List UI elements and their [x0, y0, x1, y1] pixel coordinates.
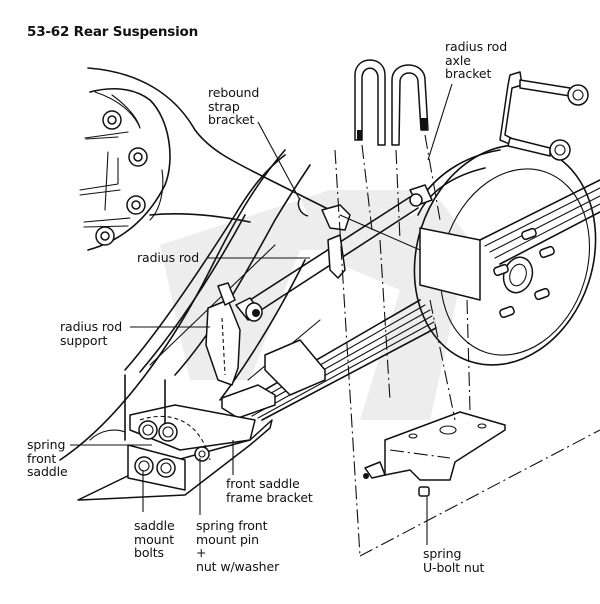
mount-pin-nut: [194, 446, 210, 462]
housing-bolt: [102, 110, 122, 130]
frame-rail: [59, 149, 321, 461]
differential-housing: [79, 67, 341, 251]
label-saddle-mount-bolts: saddle mount bolts: [134, 518, 175, 560]
spring-front-saddle-part: [127, 420, 210, 491]
shock-link: [499, 71, 589, 161]
saddle-bolt: [158, 422, 178, 442]
label-radius-rod-support: radius rod support: [60, 319, 123, 348]
label-spring-front-saddle: spring front saddle: [27, 437, 68, 479]
watermark-logo: [160, 190, 470, 420]
label-spring-front-mount-pin: spring front mount pin + nut w/washer: [196, 518, 280, 574]
label-rebound-strap-bracket: rebound strap bracket: [208, 85, 260, 127]
wheel-stud: [539, 245, 555, 259]
u-bolt-plate: [363, 411, 506, 497]
radius-rod-axle-bracket-part: [409, 184, 433, 207]
label-spring-u-bolt-nut: spring U-bolt nut: [423, 546, 485, 575]
u-bolt-nut-part: [418, 486, 430, 497]
page-title: 53-62 Rear Suspension: [27, 24, 199, 40]
housing-bolt: [128, 147, 148, 167]
wheel-stud: [493, 263, 509, 277]
u-bolt-left: [354, 59, 386, 146]
label-radius-rod: radius rod: [137, 250, 200, 265]
saddle-bolt: [156, 458, 176, 478]
wheel-stud: [521, 227, 537, 241]
leaf-spring: [221, 179, 600, 421]
rebound-strap-bracket-part: [297, 197, 351, 279]
saddle-bolt: [134, 456, 154, 476]
leader-lines: [70, 83, 453, 545]
radius-rod-support-part: [205, 282, 241, 386]
label-front-saddle-frame-bracket: front saddle frame bracket: [226, 476, 313, 505]
wheel-stud: [499, 305, 515, 319]
housing-bolt: [95, 226, 115, 246]
housing-bolt: [126, 195, 146, 215]
u-bolt-right: [391, 64, 429, 146]
wheel-stud: [534, 287, 550, 301]
saddle-bolt: [138, 420, 158, 440]
label-radius-rod-axle-bracket: radius rod axle bracket: [445, 39, 508, 81]
